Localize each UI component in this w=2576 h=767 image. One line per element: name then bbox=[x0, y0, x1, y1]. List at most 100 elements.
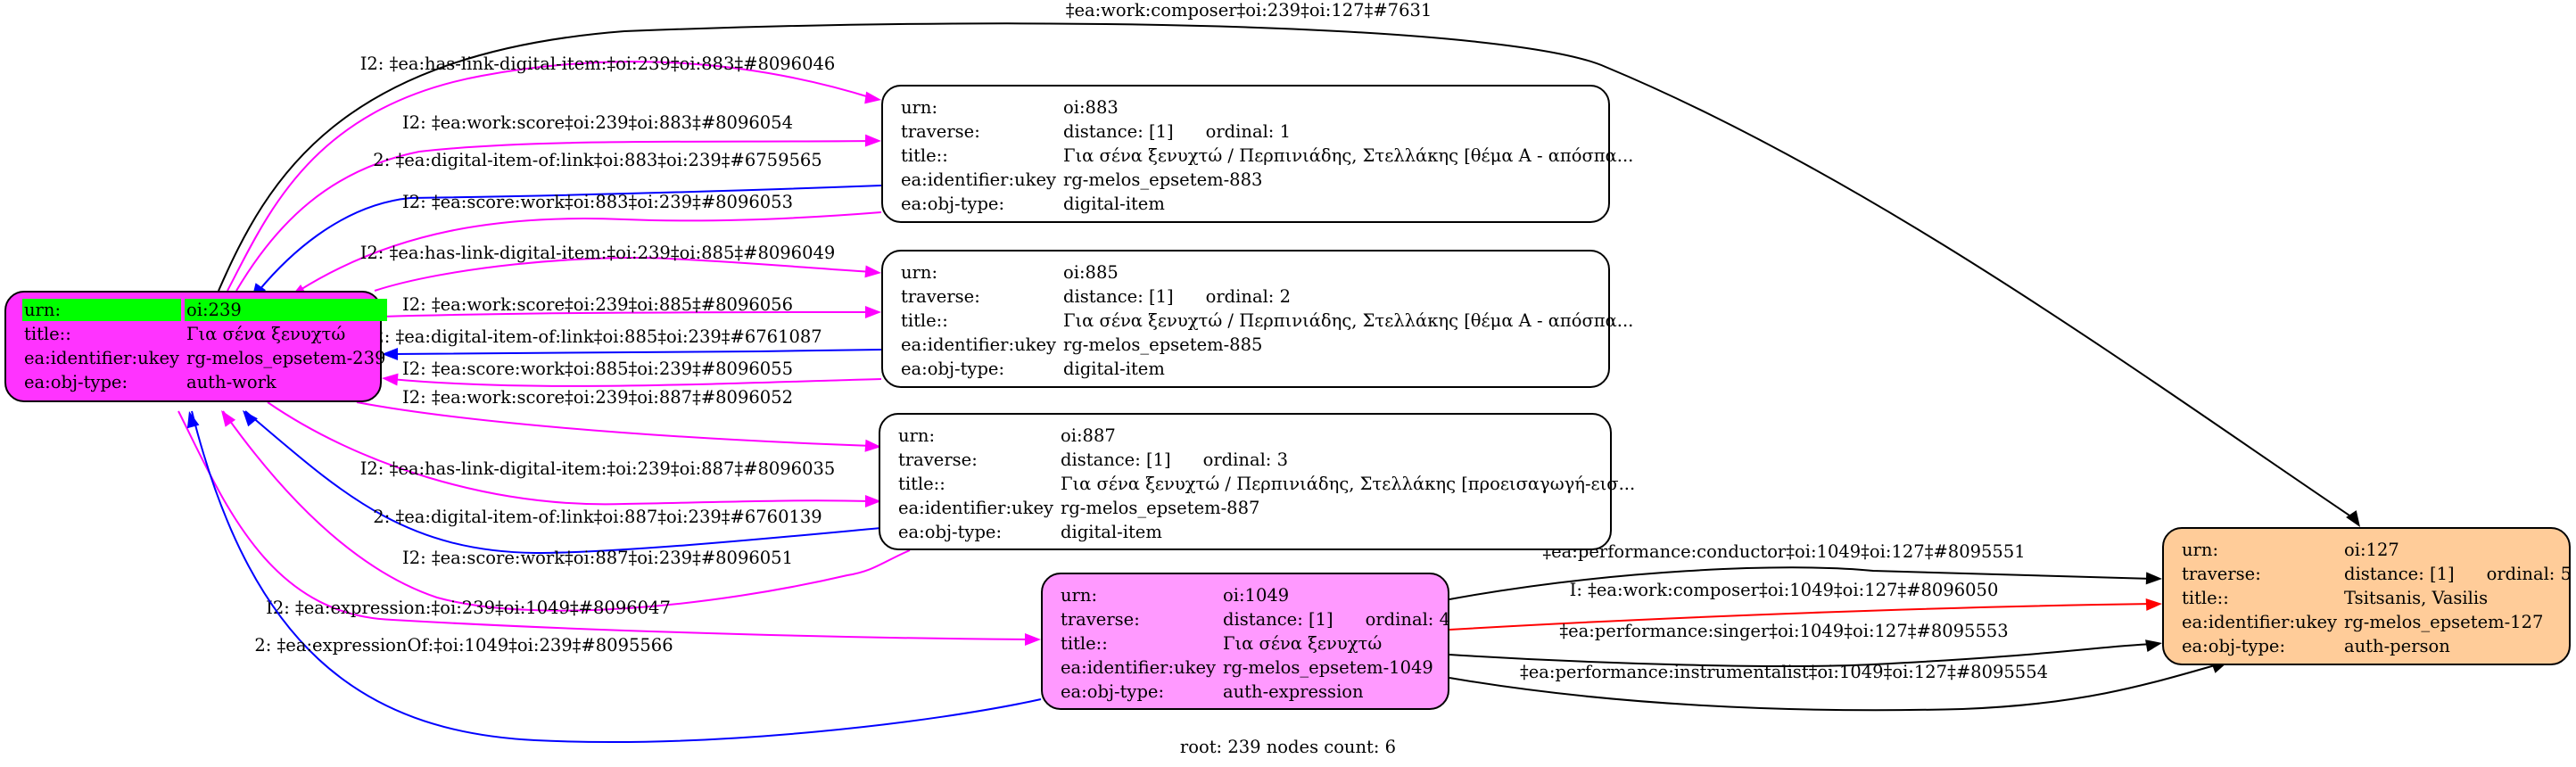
node-digital-item-883[interactable]: urn:oi:883 traverse:distance: [1]ordinal… bbox=[881, 85, 1633, 223]
arrowhead-icon bbox=[2346, 510, 2360, 527]
edge-line bbox=[390, 378, 882, 387]
edge-line bbox=[390, 349, 882, 355]
edge-label: ‡ea:performance:singer‡oi:1049‡oi:127‡#8… bbox=[1559, 621, 2008, 641]
node-row-title: title::Για σένα ξενυχτώ / Περπινιάδης, Σ… bbox=[899, 144, 1635, 167]
node-row-title: title::Tsitsanis, Vasilis bbox=[2180, 587, 2573, 609]
row-key: urn: bbox=[22, 299, 181, 321]
edge-label: I2: ‡ea:work:score‡oi:239‡oi:883‡#809605… bbox=[402, 112, 793, 133]
row-value: distance: [1] bbox=[2344, 564, 2455, 584]
edge-1049-to-127[interactable]: I: ‡ea:work:composer‡oi:1049‡oi:127‡#809… bbox=[1449, 580, 2162, 631]
edge-239-to-1049[interactable]: I2: ‡ea:expression:‡oi:239‡oi:1049‡#8096… bbox=[178, 410, 1041, 646]
edge-label: I2: ‡ea:score:work‡oi:885‡oi:239‡#809605… bbox=[402, 359, 793, 379]
node-row-urn: urn:oi:1049 bbox=[1059, 584, 1452, 606]
node-root-239[interactable]: urn: oi:239 title:: Για σένα ξενυχτώ ea:… bbox=[4, 291, 388, 402]
edge-885-to-239[interactable]: 2: ‡ea:digital-item-of:link‡oi:885‡oi:23… bbox=[373, 326, 882, 360]
node-row-ukey: ea:identifier:ukey rg-melos_epsetem-239 bbox=[22, 347, 387, 369]
row-value: Για σένα ξενυχτώ bbox=[1223, 633, 1383, 654]
node-row-traverse: traverse:distance: [1]ordinal: 1 bbox=[899, 120, 1635, 143]
edge-239-to-887[interactable]: I2: ‡ea:has-link-digital-item:‡oi:239‡oi… bbox=[267, 401, 881, 507]
edge-239-to-887[interactable]: I2: ‡ea:work:score‡oi:239‡oi:887‡#809605… bbox=[356, 387, 881, 453]
edge-239-to-885[interactable]: I2: ‡ea:work:score‡oi:239‡oi:885‡#809605… bbox=[381, 294, 881, 318]
edge-label: 2: ‡ea:digital-item-of:link‡oi:887‡oi:23… bbox=[373, 507, 822, 527]
row-key: title:: bbox=[901, 310, 948, 331]
edge-1049-to-239[interactable]: 2: ‡ea:expressionOf:‡oi:1049‡oi:239‡#809… bbox=[183, 409, 1042, 743]
row-key: ea:obj-type: bbox=[901, 359, 1005, 379]
row-key: ea:identifier:ukey bbox=[24, 348, 179, 368]
edge-239-to-883[interactable]: I2: ‡ea:work:score‡oi:239‡oi:883‡#809605… bbox=[235, 112, 881, 292]
row-value: digital-item bbox=[1063, 194, 1165, 214]
edge-239-to-883[interactable]: I2: ‡ea:has-link-digital-item:‡oi:239‡oi… bbox=[227, 54, 882, 292]
row-value: rg-melos_epsetem-1049 bbox=[1223, 657, 1433, 678]
node-digital-item-887[interactable]: urn:oi:887 traverse:distance: [1]ordinal… bbox=[879, 413, 1635, 550]
arrowhead-icon bbox=[2145, 639, 2162, 653]
row-key: ea:identifier:ukey bbox=[901, 169, 1056, 190]
edge-line bbox=[267, 401, 873, 506]
edge-line bbox=[244, 410, 882, 555]
arrowhead-icon bbox=[382, 373, 399, 386]
node-person-127[interactable]: urn:oi:127 traverse:distance: [1]ordinal… bbox=[2162, 527, 2573, 665]
row-value: oi:885 bbox=[1063, 262, 1119, 283]
row-value: rg-melos_epsetem-885 bbox=[1063, 334, 1263, 355]
edge-line bbox=[235, 140, 873, 292]
edge-line bbox=[374, 257, 873, 292]
row-value: auth-person bbox=[2344, 636, 2450, 656]
edge-239-to-885[interactable]: I2: ‡ea:has-link-digital-item:‡oi:239‡oi… bbox=[360, 243, 882, 292]
edge-239-to-127[interactable]: ‡ea:work:composer‡oi:239‡oi:127‡#7631 bbox=[218, 0, 2365, 531]
row-key: title:: bbox=[898, 474, 945, 494]
edge-1049-to-127[interactable]: ‡ea:performance:singer‡oi:1049‡oi:127‡#8… bbox=[1449, 621, 2163, 667]
edge-line bbox=[1449, 603, 2154, 631]
edge-line bbox=[1449, 643, 2154, 667]
edge-line bbox=[258, 185, 882, 292]
edge-1049-to-127[interactable]: ‡ea:performance:instrumentalist‡oi:1049‡… bbox=[1449, 656, 2230, 712]
node-digital-item-885[interactable]: urn:oi:885 traverse:distance: [1]ordinal… bbox=[881, 250, 1633, 388]
node-row-title: title::Για σένα ξενυχτώ bbox=[1059, 632, 1452, 655]
node-row-ukey: ea:identifier:ukey rg-melos_epsetem-885 bbox=[899, 334, 1635, 356]
node-row-urn: urn:oi:127 bbox=[2180, 539, 2573, 561]
edge-883-to-239[interactable]: 2: ‡ea:digital-item-of:link‡oi:883‡oi:23… bbox=[246, 150, 882, 303]
row-extra: ordinal: 5 bbox=[2486, 564, 2572, 584]
edge-label: I2: ‡ea:score:work‡oi:887‡oi:239‡#809605… bbox=[402, 548, 793, 568]
row-key: title:: bbox=[1061, 633, 1108, 654]
node-row-objtype: ea:obj-type:auth-expression bbox=[1059, 680, 1452, 703]
arrowhead-icon bbox=[865, 495, 881, 507]
row-value: Για σένα ξενυχτώ / Περπινιάδης, Στελλάκη… bbox=[1063, 145, 1634, 166]
row-extra: ordinal: 3 bbox=[1202, 449, 1288, 470]
row-extra: ordinal: 1 bbox=[1205, 121, 1291, 142]
row-key: urn: bbox=[901, 97, 938, 118]
node-row-urn: urn:oi:885 bbox=[899, 261, 1635, 284]
row-key: urn: bbox=[2182, 540, 2219, 560]
edge-887-to-239[interactable]: 2: ‡ea:digital-item-of:link‡oi:887‡oi:23… bbox=[238, 407, 882, 555]
edge-885-to-239[interactable]: I2: ‡ea:score:work‡oi:885‡oi:239‡#809605… bbox=[381, 359, 882, 387]
row-value: distance: [1] bbox=[1063, 286, 1174, 307]
edge-label: I2: ‡ea:score:work‡oi:883‡oi:239‡#809605… bbox=[402, 192, 793, 212]
edge-1049-to-127[interactable]: ‡ea:performance:conductor‡oi:1049‡oi:127… bbox=[1449, 541, 2162, 600]
row-key: ea:identifier:ukey bbox=[901, 334, 1056, 355]
row-value: distance: [1] bbox=[1061, 449, 1171, 470]
edge-line bbox=[356, 401, 873, 447]
row-value: oi:887 bbox=[1061, 425, 1116, 446]
edge-label: 2: ‡ea:digital-item-of:link‡oi:883‡oi:23… bbox=[373, 150, 822, 170]
row-value: oi:1049 bbox=[1223, 585, 1290, 606]
node-row-objtype: ea:obj-type:digital-item bbox=[899, 193, 1635, 215]
edge-label: 2: ‡ea:digital-item-of:link‡oi:885‡oi:23… bbox=[373, 326, 822, 347]
row-key: ea:identifier:ukey bbox=[2182, 612, 2337, 632]
row-key: urn: bbox=[898, 425, 936, 446]
arrowhead-icon bbox=[2145, 598, 2162, 611]
row-value: Για σένα ξενυχτώ / Περπινιάδης, Στελλάκη… bbox=[1063, 310, 1634, 331]
row-value: Για σένα ξενυχτώ bbox=[186, 324, 346, 344]
row-key: traverse: bbox=[1061, 609, 1140, 630]
row-value: rg-melos_epsetem-887 bbox=[1061, 498, 1260, 518]
node-row-urn: urn: oi:887 bbox=[896, 425, 1637, 447]
row-value: digital-item bbox=[1063, 359, 1165, 379]
node-expression-1049[interactable]: urn:oi:1049 traverse:distance: [1]ordina… bbox=[1041, 573, 1452, 710]
edge-887-to-239[interactable]: I2: ‡ea:score:work‡oi:887‡oi:239‡#809605… bbox=[216, 407, 911, 612]
edge-line bbox=[1449, 663, 2222, 712]
node-row-objtype: ea:obj-type:auth-person bbox=[2180, 635, 2573, 657]
row-key: traverse: bbox=[901, 286, 980, 307]
edge-label: I2: ‡ea:has-link-digital-item:‡oi:239‡oi… bbox=[360, 54, 836, 74]
node-row-traverse: traverse:distance: [1]ordinal: 2 bbox=[899, 285, 1635, 308]
row-value: auth-work bbox=[186, 372, 277, 392]
